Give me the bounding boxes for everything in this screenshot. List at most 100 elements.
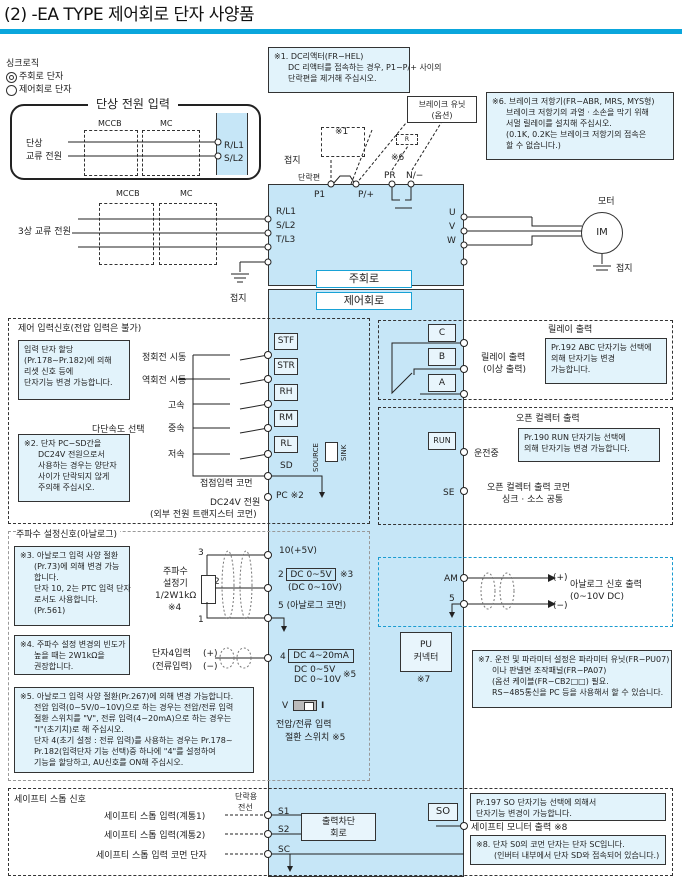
note-line: 절환 스위치를 "V", 전류 입력(4~20mA)으로 하는 경우는 <box>34 714 232 723</box>
terminal-2-alt: (DC 0~10V) <box>288 583 342 593</box>
note-line: ※2. 단자 PC−SD간을 <box>24 439 102 448</box>
terminal-tl3: T/L3 <box>276 235 296 245</box>
note-line: 단자 10, 2는 PTC 입력 단자 <box>34 584 131 593</box>
terminal-pr: PR <box>384 171 396 181</box>
potentiometer <box>201 575 216 604</box>
note-so-common: ※8. 단자 S0의 코먼 단자는 단자 SC입니다. (인버터 내부에서 단자… <box>470 835 666 865</box>
note-line: 단자 4(초기 설정 : 전류 입력)를 사용하는 경우는 Pr.178~ <box>34 736 233 745</box>
terminal-u: U <box>449 208 456 218</box>
terminal-4-range: DC 4~20mA <box>288 649 354 663</box>
note-line: 의해 단자기능 변경 <box>551 354 615 363</box>
analog-heading: 주파수 설정신호(아날로그) <box>16 529 120 541</box>
terminal-4-minus: (−) <box>203 662 218 672</box>
terminal-2-mark: ※3 <box>340 570 354 580</box>
note-line: 전압 입력(0~5V/0~10V)으로 하는 경우는 전압/전류 입력 <box>34 703 234 712</box>
sink-source-jumper[interactable] <box>325 442 338 462</box>
note-analog-switch: ※5. 아날로그 입력 사양 절환(Pr.267)에 의해 변경 가능합니다. … <box>14 687 254 773</box>
short-wire-label: 단락용 <box>235 792 258 801</box>
cutoff-sub: 회로 <box>330 829 347 839</box>
switch-sub-label: 절환 스위치 ※5 <box>285 733 346 743</box>
pot-pin-3: 3 <box>198 548 204 558</box>
note-line: 로서도 사용합니다. <box>34 595 98 604</box>
note-line: 브레이크 저항기의 과열 · 소손을 막기 위해 <box>506 108 649 117</box>
oc-common-sub: 싱크 · 소스 공통 <box>502 495 564 505</box>
note-line: (옵션 케이블(FR−CB2□□) 필요. <box>492 677 609 686</box>
brake-unit-option: (옵션) <box>431 111 453 120</box>
note-line: ※4. 주파수 설정 변경의 빈도가 <box>20 640 126 649</box>
relay-sub-label: (이상 출력) <box>483 365 527 375</box>
motor-symbol: IM <box>581 212 623 254</box>
control-circuit-label: 제어회로 <box>316 292 412 310</box>
motor-label: 모터 <box>598 197 615 207</box>
safety-input-1: 세이프티 스톱 입력(계통1) <box>104 812 206 822</box>
sp-source-line1: 단상 <box>26 139 43 149</box>
short-wire-sub: 전선 <box>238 803 253 812</box>
note-line: ※5. 아날로그 입력 사양 절환(Pr.267)에 의해 변경 가능합니다. <box>20 692 234 701</box>
note-line: 사용하는 경우는 양단자 <box>38 461 117 470</box>
source-label: SOURCE <box>312 443 320 472</box>
note-line: Pr.190 RUN 단자기능 선택에 <box>524 433 626 442</box>
note-line: ※8. 단자 S0의 코먼 단자는 단자 SC입니다. <box>476 840 625 849</box>
note-dc-reactor: ※1. DC리액터(FR−HEL) DC 리액터를 접속하는 경우, P1−P/… <box>268 47 442 93</box>
terminal-sc: SC <box>278 845 290 855</box>
note-line: 높을 때는 2W1kΩ을 <box>34 651 105 660</box>
safety-input-2: 세이프티 스톱 입력(계통2) <box>104 831 206 841</box>
note-line: 입력 단자 할당 <box>24 345 74 354</box>
terminal-b: B <box>428 348 456 366</box>
terminal-stf: STF <box>274 333 298 350</box>
note-line: (Pr.178~Pr.182)에 의해 <box>24 356 112 365</box>
terminal-5: 5 (아날로그 코먼) <box>278 601 347 611</box>
note-line: ※7. 운전 및 파라미터 설정은 파라미터 유닛(FR−PU07) <box>478 655 670 664</box>
note-parameter-unit: ※7. 운전 및 파라미터 설정은 파라미터 유닛(FR−PU07) 이나 판넬… <box>472 650 672 708</box>
note-so: Pr.197 SO 단자기능 선택에 의해서 단자기능 변경이 가능합니다. <box>470 793 666 821</box>
terminal-str: STR <box>274 358 298 375</box>
note-line: 가능합니다. <box>551 365 591 374</box>
analog-section <box>8 531 370 781</box>
voltage-current-switch[interactable] <box>293 700 317 711</box>
relay-label: 릴레이 출력 <box>481 353 526 363</box>
main-circuit-label: 주회로 <box>316 270 412 288</box>
terminal-am: AM <box>444 574 458 584</box>
am-plus: (+) <box>553 573 568 583</box>
note-line: 단자기능 변경 가능합니다. <box>24 378 113 387</box>
terminal-rh: RH <box>274 384 298 401</box>
note-line: DC 리액터를 접속하는 경우, P1−P/+ 사이의 <box>288 63 442 72</box>
safety-monitor-label: 세이프티 모니터 출력 ※8 <box>471 823 568 833</box>
note-line: 의해 단자기능 변경 가능합니다. <box>524 444 630 453</box>
note-line: 사이가 단락되지 않게 <box>38 472 110 481</box>
terminal-4-mark: ※5 <box>343 670 357 680</box>
pu-connector[interactable]: PU 커넥터 <box>400 632 452 672</box>
sp-terminal-sl2: S/L2 <box>224 154 244 164</box>
pot-mark: ※4 <box>168 603 182 613</box>
note-line: ※3. 아날로그 입력 사양 절환 <box>20 551 119 560</box>
motor-ground-label: 접지 <box>616 264 633 274</box>
note-line: Pr.197 SO 단자기능 선택에 의해서 <box>476 798 597 807</box>
pu-label: PU <box>419 640 432 650</box>
sp-source-line2: 교류 전원 <box>26 152 62 162</box>
terminal-4-alt-1: DC 0~5V <box>294 665 336 675</box>
note-line: 서멀 릴레이를 설치해 주십시오. <box>506 119 612 128</box>
note-line: ※6. 브레이크 저항기(FR−ABR, MRS, MYS형) <box>492 97 655 106</box>
legend-control-terminal: 제어회로 단자 <box>19 85 72 95</box>
note-line: RS−485통신을 PC 등을 사용해서 할 수 있습니다. <box>492 688 664 697</box>
relay-heading: 릴레이 출력 <box>548 325 593 335</box>
input-label-reverse: 역회전 시동 <box>142 376 187 386</box>
note-line: 합니다. <box>34 573 59 582</box>
note-line: 권장합니다. <box>34 662 74 671</box>
open-collector-heading: 오픈 컬렉터 출력 <box>516 414 580 424</box>
terminal-w: W <box>447 236 456 246</box>
control-input-section <box>8 318 370 524</box>
terminal-4: 4 <box>280 652 286 662</box>
note-input-assign: 입력 단자 할당 (Pr.178~Pr.182)에 의해 리셋 신호 등에 단자… <box>18 340 130 400</box>
note-pc-sd: ※2. 단자 PC−SD간을 DC24V 전원으로서 사용하는 경우는 양단자 … <box>18 434 130 502</box>
control-terminal-symbol-icon <box>6 85 17 96</box>
analog-output-section <box>378 557 673 627</box>
page-title: (2) -EA TYPE 제어회로 단자 사양품 <box>4 5 255 25</box>
brake-unit-box: 브레이크 유닛 (옵션) <box>407 96 477 123</box>
input-label-low: 저속 <box>168 450 185 460</box>
terminal-rl: RL <box>274 436 298 453</box>
control-input-heading: 제어 입력신호(전압 입력은 불가) <box>18 324 142 334</box>
terminal-s2: S2 <box>278 825 290 835</box>
terminal-2: 2 <box>278 570 284 580</box>
safety-heading: 세이프티 스톱 신호 <box>14 795 86 805</box>
